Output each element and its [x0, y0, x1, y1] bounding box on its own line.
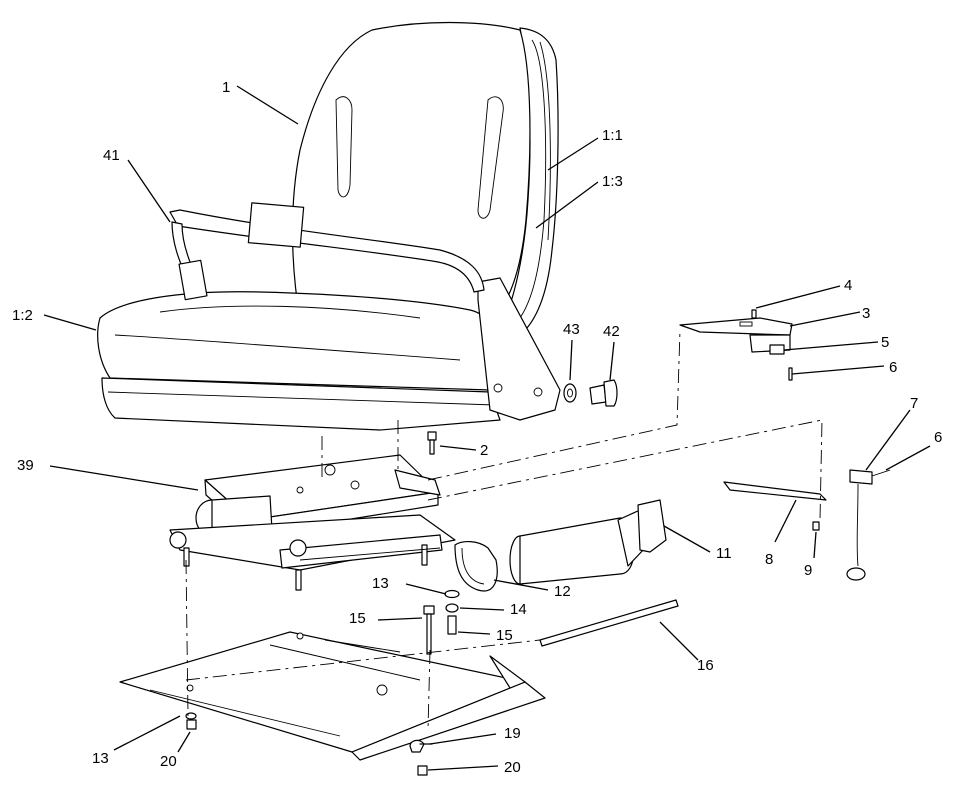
callout-labels: 1 1:1 1:3 41 1:2 43 42 4 3 5 6 7 6 2 39 …: [12, 79, 942, 776]
callout-1: 1: [222, 79, 230, 96]
callout-1-2: 1:2: [12, 307, 33, 324]
callout-1-3: 1:3: [602, 173, 623, 190]
bolt-and-washer: [563, 379, 618, 407]
callout-15-right: 15: [496, 627, 513, 644]
callout-16: 16: [697, 657, 714, 674]
callout-5: 5: [881, 334, 889, 351]
callout-2: 2: [480, 442, 488, 459]
base-plate: [119, 631, 546, 761]
callout-43: 43: [563, 321, 580, 338]
callout-20-left: 20: [160, 753, 177, 770]
callout-42: 42: [603, 323, 620, 340]
bolt-2: [427, 431, 437, 455]
callout-15-left: 15: [349, 610, 366, 627]
callout-8: 8: [765, 551, 773, 568]
callout-13-lower: 13: [92, 750, 109, 767]
leader-lines: [43, 85, 931, 771]
callout-11: 11: [716, 545, 732, 562]
seat-assembly: [97, 21, 561, 431]
callout-6-upper: 6: [889, 359, 897, 376]
rod: [539, 599, 679, 647]
callout-4: 4: [844, 277, 852, 294]
callout-20-right: 20: [504, 759, 521, 776]
callout-3: 3: [862, 305, 870, 322]
nuts-and-clip: [185, 712, 433, 776]
callout-14: 14: [510, 601, 527, 618]
callout-41: 41: [103, 147, 120, 164]
callout-13-upper: 13: [372, 575, 389, 592]
callout-12: 12: [554, 583, 571, 600]
callout-1-1: 1:1: [602, 127, 623, 144]
clamp-and-boot: [454, 499, 667, 592]
suspension-assembly: [169, 454, 456, 591]
callout-39: 39: [17, 457, 34, 474]
switch-assembly: [723, 469, 891, 581]
phantom-lines: [185, 329, 823, 731]
mounting-hardware: [423, 589, 460, 655]
callout-7: 7: [910, 395, 918, 412]
switch-bracket: [679, 309, 793, 381]
callout-6-lower: 6: [934, 429, 942, 446]
callout-19: 19: [504, 725, 521, 742]
callout-9: 9: [804, 562, 812, 579]
